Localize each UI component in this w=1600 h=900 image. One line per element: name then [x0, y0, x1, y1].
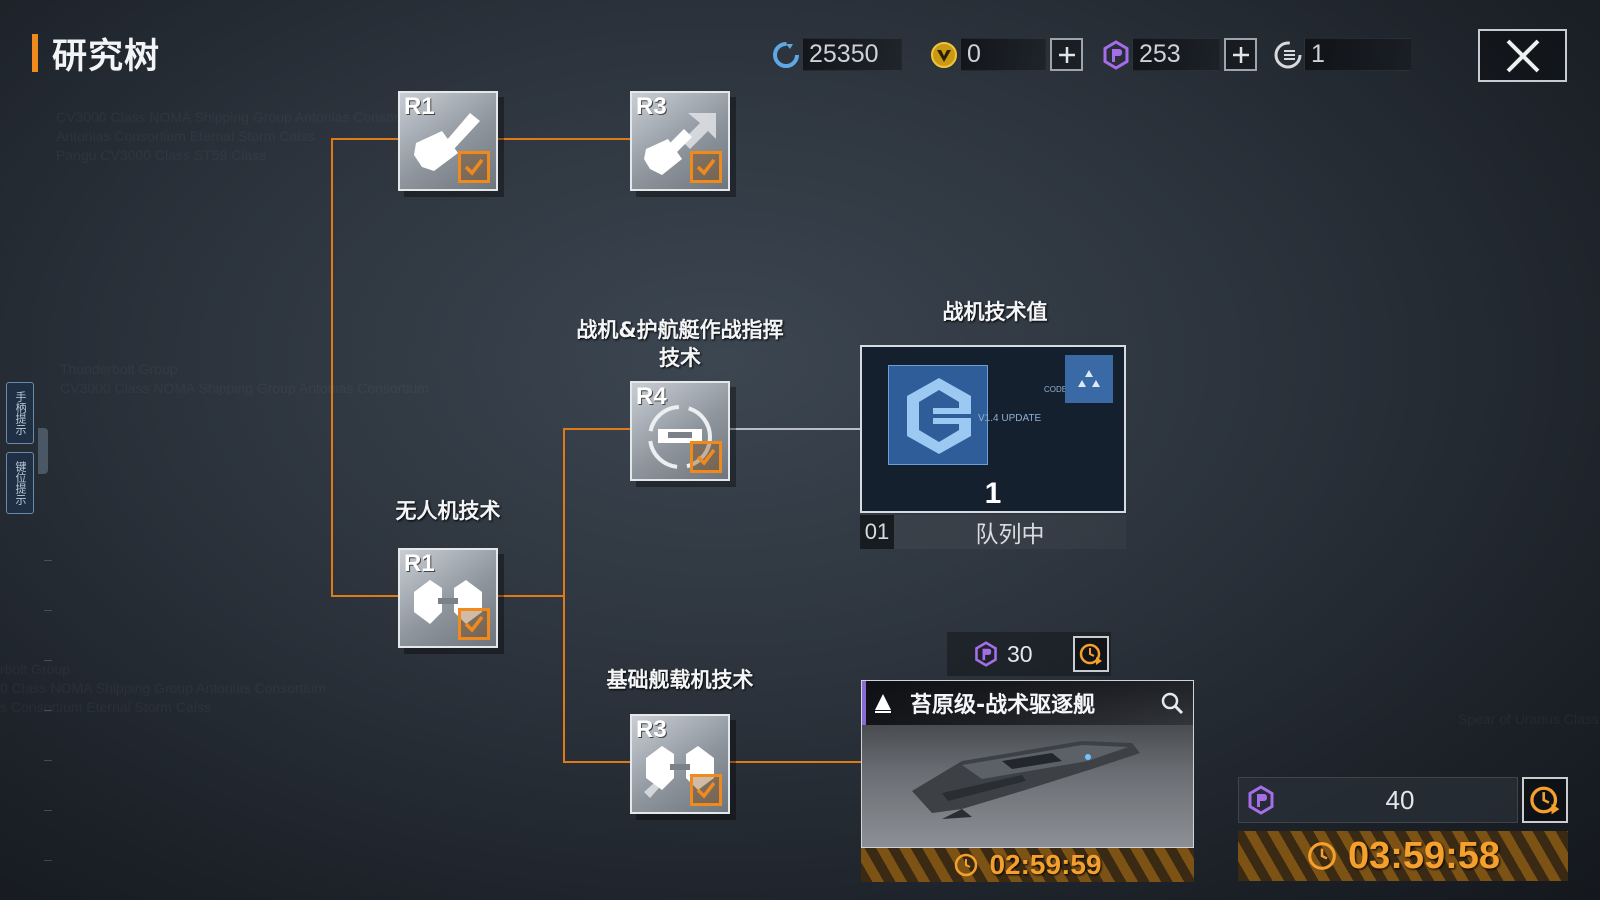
carrier-aircraft-icon	[644, 746, 714, 798]
queue2-rp-icon-wrap	[1239, 778, 1283, 822]
tab-keybind-hints[interactable]: 键位提示	[6, 452, 34, 514]
rp-hex-icon	[1100, 39, 1132, 71]
tech-node-command-label: 战机&护航艇作战指挥 技术	[576, 318, 784, 370]
destroyer-ship-image	[912, 741, 1140, 819]
connector-drone-command	[498, 428, 630, 597]
ruler-tick	[44, 860, 52, 861]
ruler-tick	[44, 660, 52, 661]
ship-research-card[interactable]: 苔原级-战术驱逐舰	[861, 680, 1194, 848]
queue2-timer-text: 03:59:58	[1347, 834, 1501, 877]
close-button[interactable]	[1478, 29, 1567, 82]
gold-value: 0	[960, 38, 1046, 71]
add-gold-button[interactable]	[1050, 38, 1083, 71]
side-panel-collapse-handle[interactable]	[38, 428, 48, 474]
fighter-upgrade-icon	[644, 113, 716, 175]
connector-root	[331, 138, 398, 597]
completed-check-icon	[458, 608, 490, 640]
queue-status-bar: 01 队列中	[860, 515, 1126, 549]
plus-icon	[1232, 46, 1249, 63]
completed-check-icon	[690, 151, 722, 183]
ruler-tick	[44, 710, 52, 711]
node-rank: R3	[636, 716, 667, 743]
tech-value-count: 1	[984, 477, 1002, 510]
node-rank: R1	[404, 93, 435, 120]
tech-node-drone-label: 无人机技术	[395, 499, 501, 523]
ruler-tick	[44, 560, 52, 561]
tab-gamepad-hints[interactable]: 手柄提示	[6, 382, 34, 444]
node-rank: R1	[404, 550, 435, 577]
side-hint-panel: 手柄提示 键位提示	[2, 380, 36, 520]
completed-check-icon	[458, 151, 490, 183]
queue2-cost-value: 40	[1385, 784, 1415, 815]
credits-swirl-icon	[770, 39, 802, 71]
tech-value-title: 战机技术值	[942, 300, 1048, 324]
tech-emblem-icon	[907, 378, 971, 454]
currency-tech-token: 1	[1272, 37, 1412, 72]
completed-check-icon	[690, 441, 722, 473]
triangle-cluster-icon	[1078, 370, 1100, 387]
tech-value-emblem	[888, 365, 988, 465]
card-update-text: V1.4 UPDATE	[978, 413, 1042, 424]
drone-icon	[414, 580, 482, 624]
command-ring-icon	[648, 405, 712, 469]
connector-drone-carrier	[563, 596, 630, 763]
ship-name: 苔原级-战术驱逐舰	[910, 693, 1096, 718]
speed-up-clock-icon	[1530, 786, 1560, 815]
queue-status-text: 队列中	[975, 522, 1045, 548]
rp-hex-icon	[1248, 785, 1274, 815]
node-rank: R4	[636, 383, 667, 410]
speed-up-button[interactable]	[1072, 636, 1109, 672]
title-accent-bar	[32, 34, 38, 72]
queue-index: 01	[860, 515, 894, 549]
speed-up-clock-icon	[1079, 643, 1102, 665]
ship-card-header: 苔原级-战术驱逐舰	[862, 681, 1193, 725]
ship-cost-value: 30	[1007, 640, 1033, 667]
tech-node-carrier-label: 基础舰载机技术	[606, 668, 754, 692]
tech-node-fighter-r1[interactable]: R1	[398, 91, 498, 191]
rp-hex-icon	[975, 641, 997, 667]
currency-rp: 253	[1100, 37, 1257, 72]
fighter-weapon-icon	[414, 113, 480, 171]
currency-gold: 0	[928, 37, 1083, 72]
close-icon	[1506, 39, 1539, 72]
inspect-magnifier-icon[interactable]	[1159, 690, 1185, 716]
ship-research-cost: 30	[947, 632, 1111, 676]
queue2-speed-up-button[interactable]	[1522, 777, 1568, 823]
add-rp-button[interactable]	[1224, 38, 1257, 71]
ruler-tick	[44, 810, 52, 811]
clock-icon	[1308, 842, 1336, 870]
card-triangle-emblem	[1065, 355, 1113, 403]
card-code-text: CODE-S3	[1044, 385, 1080, 394]
tech-value-card[interactable]: V1.4 UPDATE CODE-S3 1	[860, 345, 1126, 513]
tech-token-value: 1	[1304, 38, 1412, 71]
ship-class-icon	[875, 694, 891, 713]
page-title: 研究树	[52, 36, 161, 77]
queue2-cost-panel: 40	[1238, 777, 1518, 823]
tech-node-drone-r1[interactable]: R1	[398, 548, 498, 648]
currency-credits: 25350	[770, 37, 902, 72]
completed-check-icon	[690, 774, 722, 806]
page-title-wrap: 研究树	[32, 32, 160, 77]
tech-node-carrier-r3[interactable]: R3	[630, 714, 730, 814]
node-rank: R3	[636, 93, 667, 120]
tech-node-fighter-r3[interactable]: R3	[630, 91, 730, 191]
ship-rarity-accent	[862, 681, 866, 725]
tech-token-icon	[1272, 39, 1304, 71]
rp-value: 253	[1132, 38, 1220, 71]
ship-timer-text: 02:59:59	[989, 849, 1102, 880]
ship-timer-bar: 02:59:59	[861, 848, 1194, 882]
plus-icon	[1058, 46, 1075, 63]
ruler-tick	[44, 760, 52, 761]
credits-value: 25350	[802, 38, 902, 71]
tech-node-command-r4[interactable]: R4	[630, 381, 730, 481]
queue2-timer-bar: 03:59:58	[1238, 831, 1568, 881]
gold-v-icon	[928, 39, 960, 71]
clock-icon	[955, 853, 978, 877]
ruler-tick	[44, 610, 52, 611]
